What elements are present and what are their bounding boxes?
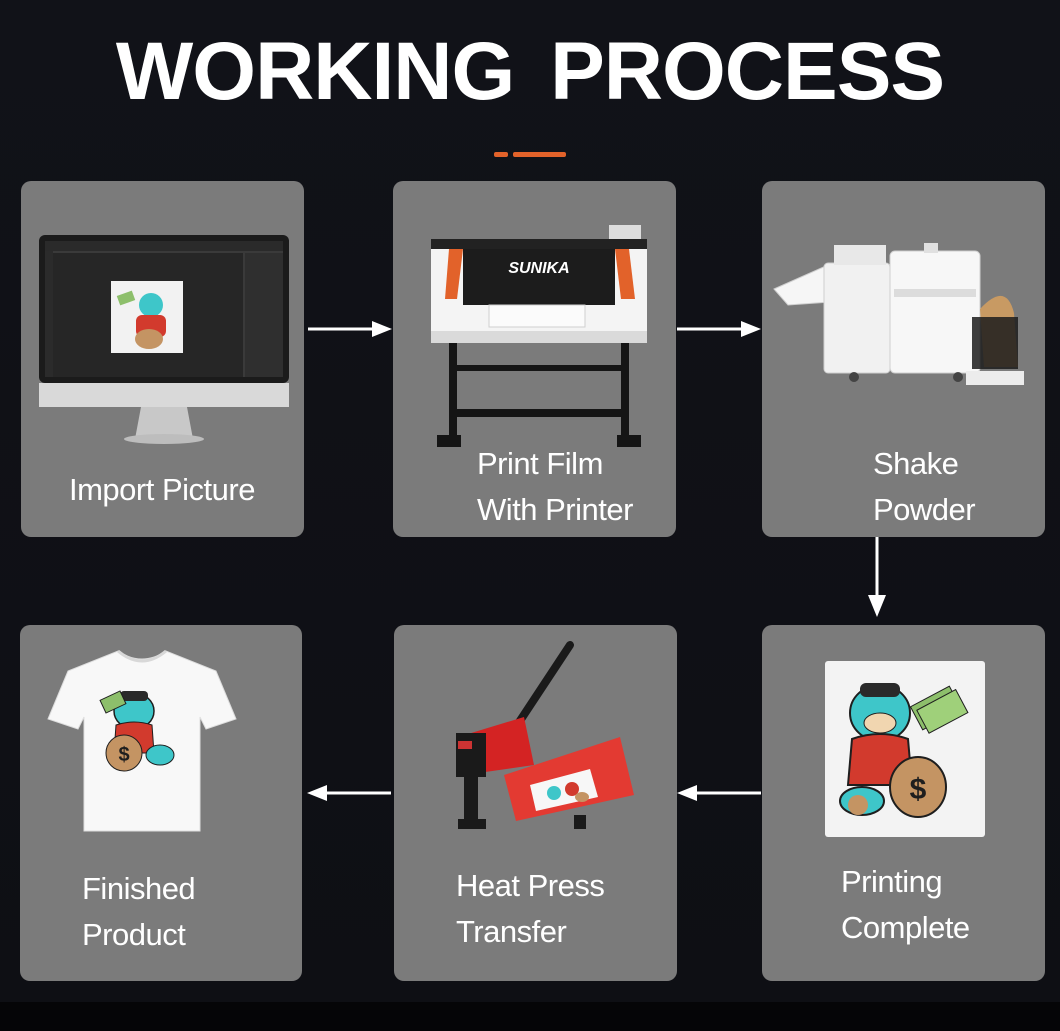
arrow-right-icon [308, 321, 392, 337]
arrow-left-icon [307, 785, 391, 801]
step-label-printing-complete: Printing Complete [841, 859, 970, 951]
step-label-line: Import Picture [69, 472, 255, 507]
step-card-import-picture: Import Picture [21, 181, 304, 537]
step-card-shake-powder: Shake Powder [762, 181, 1045, 537]
step-label-heat-press: Heat Press Transfer [456, 863, 605, 955]
bottom-bar [0, 1002, 1060, 1031]
step-card-print-film: SUNIKA Print Film With Printer [393, 181, 676, 537]
step-label-line: Finished [82, 871, 196, 906]
step-label-line: Heat Press [456, 868, 605, 903]
step-label-line: Complete [841, 910, 970, 945]
step-card-heat-press: Heat Press Transfer [394, 625, 677, 981]
step-label-line: Printing [841, 864, 943, 899]
step-label-import-picture: Import Picture [69, 467, 255, 513]
title-accent-long [513, 152, 566, 157]
step-label-line: Print Film [477, 446, 603, 481]
svg-text:$: $ [118, 744, 129, 766]
step-label-line: With Printer [477, 492, 633, 527]
step-label-shake-powder: Shake Powder [873, 441, 976, 533]
arrow-left-icon [677, 785, 761, 801]
step-label-line: Product [82, 917, 186, 952]
step-card-finished-product: $ Finished Product [20, 625, 302, 981]
step-label-line: Powder [873, 492, 976, 527]
step-label-line: Transfer [456, 914, 567, 949]
step-label-finished-product: Finished Product [82, 866, 196, 958]
printer-icon: SUNIKA [431, 225, 647, 447]
monitor-icon [39, 235, 289, 444]
title-accent-short [494, 152, 508, 157]
step-card-printing-complete: $ Printing Complete [762, 625, 1045, 981]
arrow-down-icon [868, 537, 886, 617]
powder-shaker-icon [773, 243, 1024, 385]
tshirt-icon: $ [47, 649, 237, 832]
arrow-right-icon [677, 321, 761, 337]
printed-bear-icon: $ [825, 661, 985, 837]
printer-brand: SUNIKA [508, 260, 569, 277]
svg-text:$: $ [910, 773, 927, 806]
page-title: WORKING PROCESS [115, 26, 945, 117]
heat-press-icon [456, 641, 634, 829]
step-label-print-film: Print Film With Printer [477, 441, 633, 533]
step-label-line: Shake [873, 446, 959, 481]
